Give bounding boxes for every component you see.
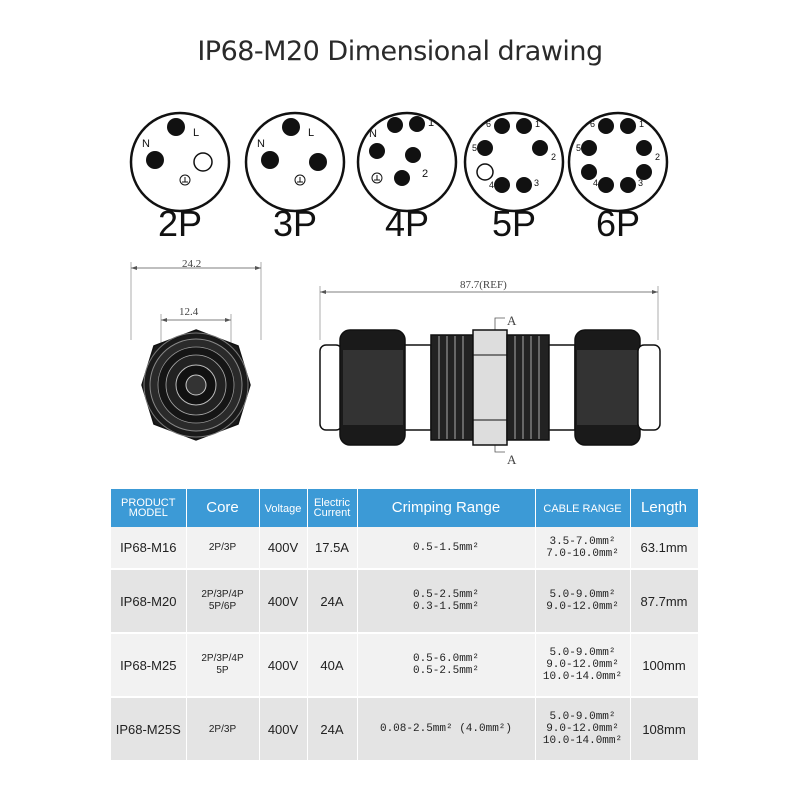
cell-core: 2P/3P [186,527,260,570]
cell-cable: 5.0-9.0mm² 9.0-12.0mm² [535,569,631,634]
svg-text:5: 5 [472,143,477,153]
cell-cable: 5.0-9.0mm² 9.0-12.0mm² 10.0-14.0mm² [535,633,631,698]
spec-table: PRODUCT MODEL Core Voltage Electric Curr… [111,489,699,762]
header-voltage: Voltage [259,489,308,527]
table-row: IP68-M25 2P/3P/4P 5P 400V 40A 0.5-6.0mm²… [111,633,699,698]
cell-crimp: 0.08-2.5mm² (4.0mm²) [357,697,536,762]
svg-text:6: 6 [590,119,595,129]
cell-voltage: 400V [259,697,308,762]
cell-current: 17.5A [307,527,358,570]
pin-diagram-4p: N 1 2 [355,110,459,214]
svg-text:4: 4 [593,178,598,188]
dimension-front-inner: 12.4 [179,306,199,318]
cell-core: 2P/3P/4P 5P/6P [186,569,260,634]
svg-text:1: 1 [535,119,540,129]
svg-text:L: L [308,127,314,139]
pin-diagram-3p: L N [243,110,347,214]
cell-current: 40A [307,633,358,698]
dimension-front-outer: 24.2 [182,258,202,270]
table-row: IP68-M25S 2P/3P 400V 24A 0.08-2.5mm² (4.… [111,697,699,762]
svg-text:1: 1 [639,119,644,129]
cell-voltage: 400V [259,633,308,698]
svg-text:N: N [369,128,377,140]
table-row: IP68-M20 2P/3P/4P 5P/6P 400V 24A 0.5-2.5… [111,569,699,634]
cell-model: IP68-M25 [111,633,187,698]
cell-length: 63.1mm [630,527,699,570]
cell-core: 2P/3P/4P 5P [186,633,260,698]
cell-current: 24A [307,569,358,634]
header-core: Core [186,489,260,527]
cell-core: 2P/3P [186,697,260,762]
pin-diagram-2p: L N [128,110,232,214]
cell-length: 87.7mm [630,569,699,634]
table-header-row: PRODUCT MODEL Core Voltage Electric Curr… [111,489,699,527]
svg-text:6: 6 [486,119,491,129]
page-title: IP68-M20 Dimensional drawing [197,36,603,67]
side-view-drawing [315,270,665,470]
cell-length: 108mm [630,697,699,762]
svg-text:5: 5 [576,143,581,153]
cell-voltage: 400V [259,569,308,634]
table-row: IP68-M16 2P/3P 400V 17.5A 0.5-1.5mm² 3.5… [111,527,699,570]
pin-diagram-5p: 6 1 5 2 4 3 [462,110,566,214]
cell-current: 24A [307,697,358,762]
cell-cable: 3.5-7.0mm² 7.0-10.0mm² [535,527,631,570]
header-length: Length [630,489,699,527]
pin-diagram-6p: 6 1 5 2 4 3 [566,110,670,214]
pin-config-label: 5P [491,203,537,244]
header-model: PRODUCT MODEL [111,489,187,527]
svg-text:2: 2 [551,152,556,162]
header-crimp: Crimping Range [357,489,536,527]
pin-config-label: 4P [384,203,430,244]
svg-text:3: 3 [534,178,539,188]
cell-model: IP68-M25S [111,697,187,762]
svg-text:3: 3 [638,178,643,188]
cell-crimp: 0.5-2.5mm² 0.3-1.5mm² [357,569,536,634]
svg-text:1: 1 [428,117,434,129]
cell-crimp: 0.5-1.5mm² [357,527,536,570]
pin-label-L: L [193,127,199,139]
cell-cable: 5.0-9.0mm² 9.0-12.0mm² 10.0-14.0mm² [535,697,631,762]
pin-config-label: 2P [157,203,203,244]
dimension-side-length: 87.7(REF) [460,279,507,291]
section-marker-top: A [507,313,517,328]
cell-crimp: 0.5-6.0mm² 0.5-2.5mm² [357,633,536,698]
cell-length: 100mm [630,633,699,698]
cell-voltage: 400V [259,527,308,570]
section-marker-bottom: A [507,452,517,467]
cell-model: IP68-M16 [111,527,187,570]
svg-text:2: 2 [422,168,428,180]
header-current: Electric Current [307,489,358,527]
cell-model: IP68-M20 [111,569,187,634]
pin-config-label: 6P [595,203,641,244]
header-cable: CABLE RANGE [535,489,631,527]
pin-label-N: N [142,138,150,150]
svg-text:4: 4 [489,180,494,190]
svg-text:2: 2 [655,152,660,162]
front-view-drawing [125,250,265,450]
svg-text:N: N [257,138,265,150]
pin-config-label: 3P [272,203,318,244]
